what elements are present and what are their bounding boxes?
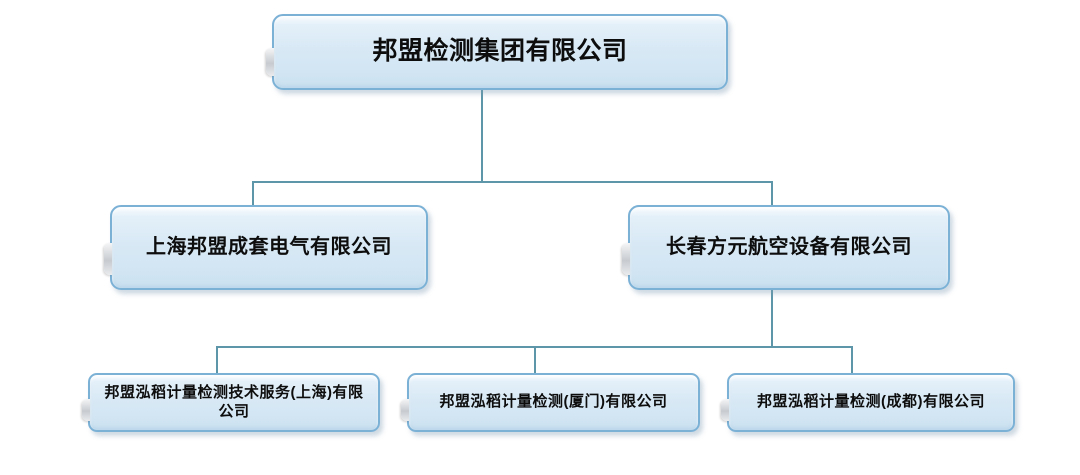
sub-subsidiary-node-shanghai-metrology: 邦盟泓稻计量检测技术服务(上海)有限公司 [82, 373, 380, 432]
left-edge-shadow [721, 399, 729, 422]
connector-level2-drop-right [771, 181, 773, 206]
company-name-label: 上海邦盟成套电气有限公司 [146, 236, 392, 258]
subsidiary-node-shanghai-electric: 上海邦盟成套电气有限公司 [104, 205, 428, 290]
connector-level2-bar [252, 181, 773, 183]
left-edge-shadow [622, 242, 630, 276]
company-name-label: 邦盟泓稻计量检测技术服务(上海)有限公司 [104, 383, 364, 420]
left-edge-shadow [401, 399, 409, 422]
company-name-label: 邦盟检测集团有限公司 [372, 37, 628, 66]
company-name-label: 长春方元航空设备有限公司 [666, 236, 912, 258]
root-company-node: 邦盟检测集团有限公司 [266, 14, 728, 90]
connector-root-stem [481, 90, 483, 183]
company-name-label: 邦盟泓稻计量检测(成都)有限公司 [757, 393, 985, 411]
left-edge-shadow [104, 242, 112, 276]
sub-subsidiary-node-chengdu-metrology: 邦盟泓稻计量检测(成都)有限公司 [721, 373, 1015, 432]
company-name-label: 邦盟泓稻计量检测(厦门)有限公司 [439, 393, 668, 411]
left-edge-shadow [266, 47, 274, 77]
left-edge-shadow [82, 399, 90, 422]
connector-branch-stem [771, 290, 773, 348]
subsidiary-node-changchun-aviation: 长春方元航空设备有限公司 [622, 205, 950, 290]
connector-level3-drop-right [851, 346, 853, 374]
connector-level2-drop-left [252, 181, 254, 206]
sub-subsidiary-node-xiamen-metrology: 邦盟泓稻计量检测(厦门)有限公司 [401, 373, 700, 432]
connector-level3-drop-middle [534, 346, 536, 374]
connector-level3-drop-left [216, 346, 218, 374]
